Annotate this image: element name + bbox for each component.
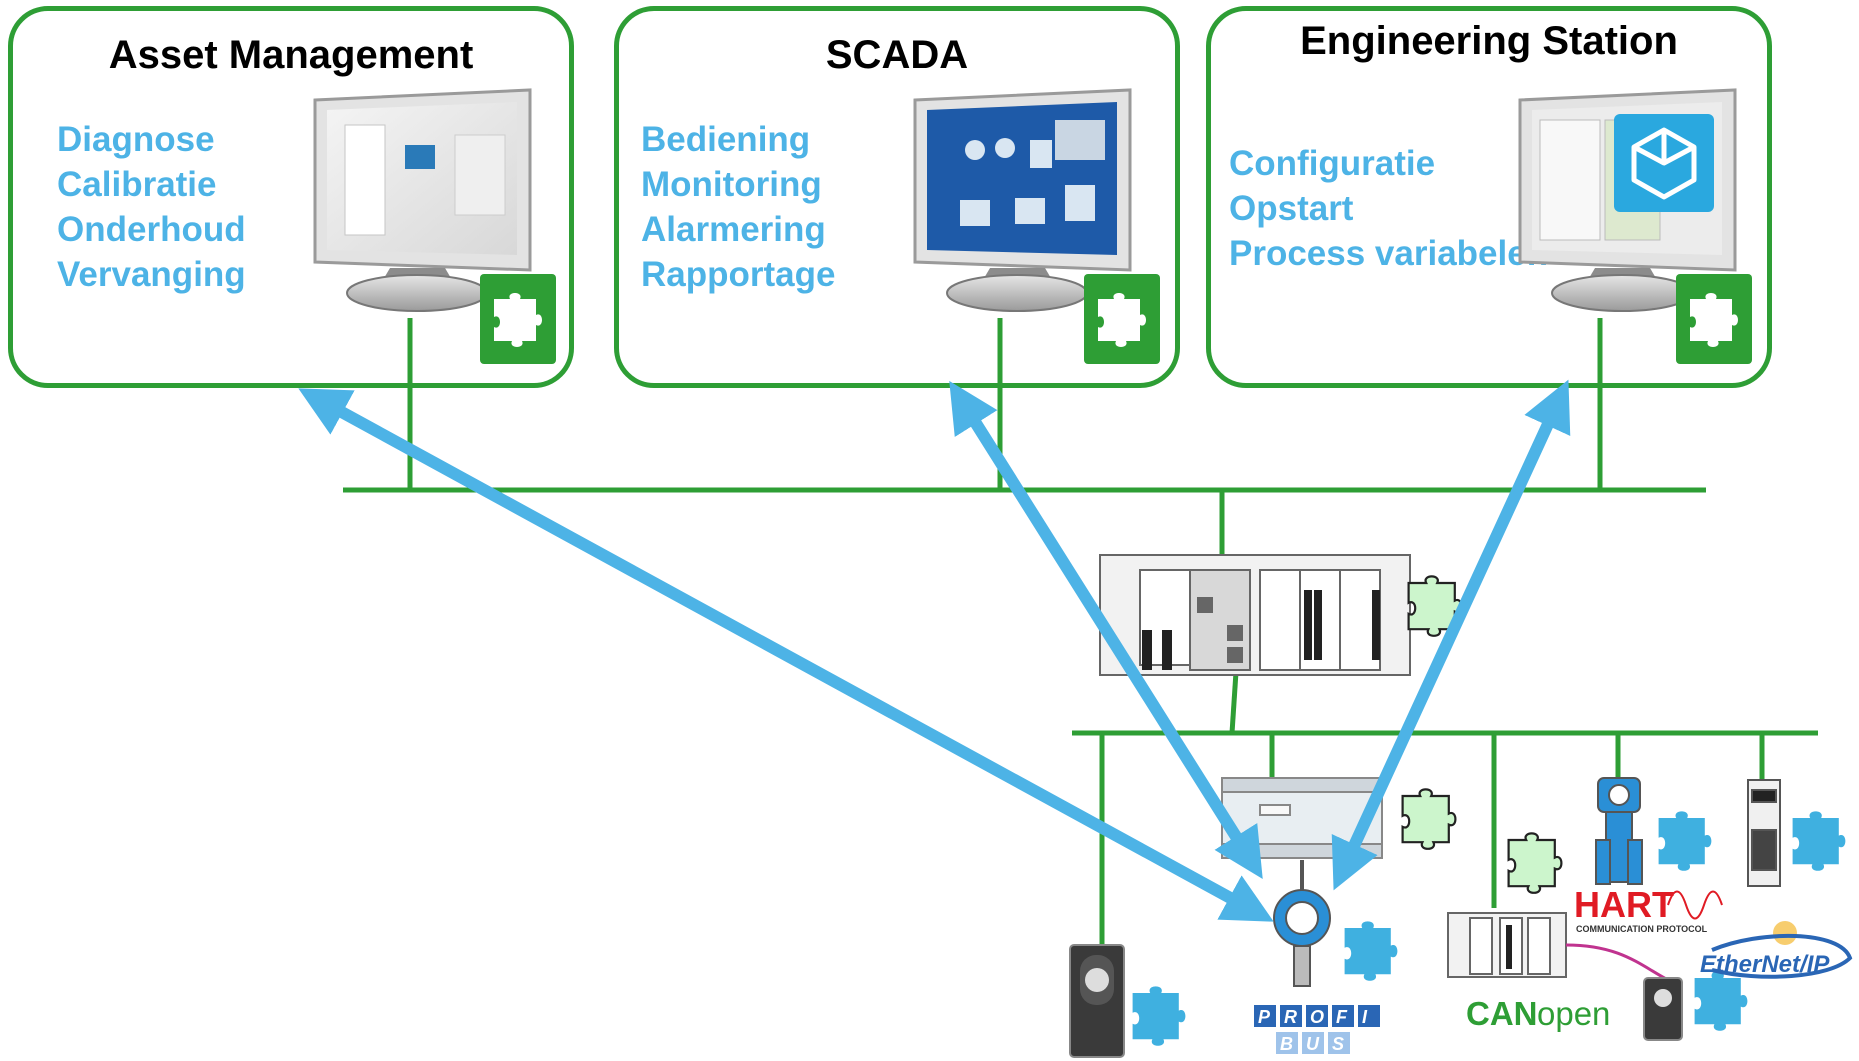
puzzle-piece-icon <box>1507 832 1563 895</box>
plc-rack <box>1099 554 1411 676</box>
canopen-open-text: open <box>1537 995 1610 1032</box>
ethernet-ip-logo: EtherNet/IP <box>1700 921 1853 979</box>
profibus-logo: P R O F I B U S <box>1254 1005 1380 1054</box>
profibus-letter: U <box>1306 1034 1320 1054</box>
canopen-can-text: CAN <box>1466 995 1538 1032</box>
puzzle-piece-icon <box>1676 274 1752 364</box>
ethernet-ip-logo-text: EtherNet/IP <box>1700 951 1830 978</box>
profibus-letter: O <box>1310 1007 1324 1027</box>
profibus-letter: R <box>1284 1007 1297 1027</box>
canopen-cable <box>1565 943 1669 982</box>
monitor-icon <box>313 88 532 312</box>
variable-speed-drive <box>1069 944 1125 1058</box>
canopen-plc <box>1447 912 1567 978</box>
profibus-letter: I <box>1362 1007 1368 1027</box>
hart-logo-subtitle: COMMUNICATION PROTOCOL <box>1576 924 1708 934</box>
monitor-icon <box>913 88 1132 312</box>
hart-logo-text: HART <box>1574 884 1674 925</box>
function-label: Diagnose <box>57 120 215 159</box>
function-label: Opstart <box>1229 189 1354 228</box>
function-label: Configuratie <box>1229 144 1436 183</box>
engineering-station-title: Engineering Station <box>1300 19 1678 63</box>
communication-arrows <box>298 379 1571 922</box>
function-label: Rapportage <box>641 255 836 294</box>
puzzle-piece-icon <box>1132 986 1186 1046</box>
scada-functions: Bediening Monitoring Alarmering Rapporta… <box>641 117 835 297</box>
profibus-letter: F <box>1336 1007 1348 1027</box>
profibus-letter: S <box>1332 1034 1344 1054</box>
function-label: Bediening <box>641 120 811 159</box>
puzzle-piece-icon <box>1694 971 1748 1031</box>
profibus-letter: P <box>1258 1007 1271 1027</box>
cube-logo-icon <box>1614 114 1714 212</box>
puzzle-piece-icon <box>1792 811 1846 871</box>
puzzle-piece-icon <box>480 274 556 364</box>
canopen-drive <box>1643 977 1683 1041</box>
function-label: Vervanging <box>57 255 246 294</box>
puzzle-piece-icon <box>1658 811 1712 871</box>
asset-management-functions: Diagnose Calibratie Onderhoud Vervanging <box>57 117 246 297</box>
hart-field-device <box>1595 777 1643 885</box>
asset-management-title: Asset Management <box>108 33 474 77</box>
canopen-logo: CAN open <box>1466 995 1610 1032</box>
pressure-transmitter <box>1273 860 1331 987</box>
hart-logo: HART COMMUNICATION PROTOCOL <box>1574 884 1723 934</box>
profibus-letter: B <box>1280 1034 1293 1054</box>
ethernet-io-module <box>1747 779 1781 887</box>
function-label: Onderhoud <box>57 210 246 249</box>
puzzle-piece-icon <box>1084 274 1160 364</box>
function-label: Process variabelen <box>1229 234 1549 273</box>
function-label: Calibratie <box>57 165 217 204</box>
plc-downlink <box>1229 671 1239 734</box>
scada-title: SCADA <box>825 33 969 77</box>
arrow-scada-to-remote-io <box>949 380 1263 880</box>
function-label: Alarmering <box>641 210 826 249</box>
puzzle-piece-icon <box>1344 921 1398 981</box>
puzzle-piece-icon <box>1401 788 1457 851</box>
engineering-functions: Configuratie Opstart Process variabelen <box>1229 141 1548 276</box>
function-label: Monitoring <box>641 165 822 204</box>
arrow-engineering-to-transmitter <box>1331 379 1571 891</box>
